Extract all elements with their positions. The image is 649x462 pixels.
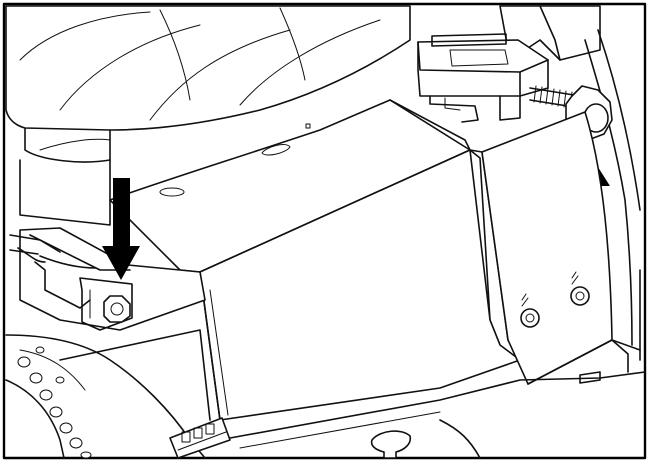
left-seat-latch-knob[interactable] xyxy=(103,295,131,323)
down-arrow xyxy=(102,178,140,280)
vent-holes xyxy=(17,346,92,459)
left-seat-latch xyxy=(9,227,206,331)
lower-handle xyxy=(370,430,412,459)
lower-frame xyxy=(5,329,646,459)
bolt-right xyxy=(570,271,590,306)
cover-hole xyxy=(305,123,311,129)
seat-cushion xyxy=(5,5,411,226)
seat-mount-foot xyxy=(159,187,185,197)
bolt-left xyxy=(520,293,540,328)
cover-slot xyxy=(261,144,291,156)
decal xyxy=(169,417,231,459)
right-seat-latch xyxy=(417,33,549,123)
seat-support-panel xyxy=(481,111,641,385)
